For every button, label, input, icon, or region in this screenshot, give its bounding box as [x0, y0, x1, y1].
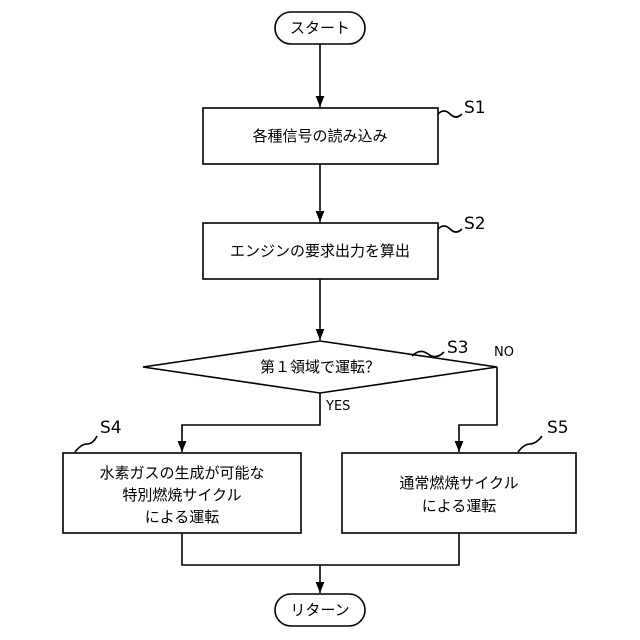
end-terminal: リターン [275, 594, 365, 626]
connector-s3-s5-no [459, 367, 497, 452]
step-s4-line3: による運転 [145, 508, 220, 526]
decision-s3-id: S3 [447, 338, 469, 358]
step-s4-line1: 水素ガスの生成が可能な [99, 464, 264, 482]
step-s1: 各種信号の読み込み S1 [203, 98, 486, 164]
step-s2-id: S2 [464, 214, 486, 234]
step-s4-leader [75, 436, 97, 452]
connector-merge [182, 533, 459, 565]
decision-s3-text: 第１領域で運転？ [260, 358, 380, 376]
step-s5-id: S5 [547, 418, 569, 438]
end-label: リターン [290, 601, 349, 619]
step-s2-text: エンジンの要求出力を算出 [230, 242, 410, 260]
connector-s3-s4-yes [182, 393, 320, 452]
step-s4-line2: 特別燃焼サイクル [122, 486, 241, 504]
step-s5-leader [518, 436, 542, 452]
step-s4-id: S4 [100, 418, 122, 438]
step-s1-leader [438, 111, 462, 117]
decision-no-label: NO [494, 345, 514, 360]
start-label: スタート [290, 19, 350, 37]
step-s1-text: 各種信号の読み込み [252, 127, 387, 145]
step-s2: エンジンの要求出力を算出 S2 [203, 214, 486, 279]
step-s1-id: S1 [464, 98, 486, 118]
step-s5-line1: 通常燃焼サイクル [399, 474, 518, 492]
step-s2-leader [438, 226, 462, 232]
start-terminal: スタート [275, 12, 365, 44]
decision-s3: 第１領域で運転？ S3 NO YES [143, 338, 514, 414]
step-s5-line2: による運転 [422, 497, 497, 515]
decision-yes-label: YES [325, 399, 350, 414]
